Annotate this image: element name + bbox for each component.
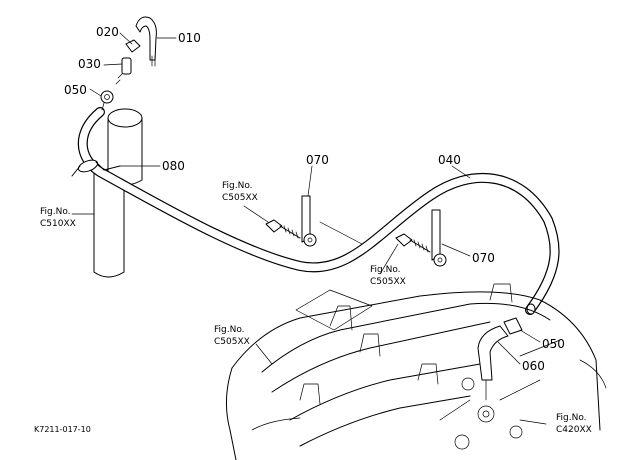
svg-text:C420XX: C420XX [556, 425, 592, 435]
svg-text:C505XX: C505XX [370, 277, 406, 287]
label-part-050-lower: 050 [542, 337, 565, 351]
fig-ref-c510: Fig.No. C510XX [40, 207, 76, 229]
figure-code: K7211-017-10 [34, 425, 91, 434]
transmission-housing [226, 283, 607, 460]
label-part-070-left: 070 [306, 153, 329, 167]
svg-text:C510XX: C510XX [40, 219, 76, 229]
label-part-060: 060 [522, 359, 545, 373]
svg-text:Fig.No.: Fig.No. [40, 207, 71, 217]
label-part-040: 040 [438, 153, 461, 167]
bolt-left [265, 219, 301, 239]
label-part-010: 010 [178, 31, 201, 45]
label-part-080: 080 [162, 159, 185, 173]
svg-text:Fig.No.: Fig.No. [556, 413, 587, 423]
leader-lines [89, 32, 547, 425]
label-part-020: 020 [96, 25, 119, 39]
hose-040 [77, 107, 560, 315]
intake-pipe [93, 108, 143, 278]
label-part-030: 030 [78, 57, 101, 71]
reference-lines [71, 205, 399, 365]
fig-ref-c505-mid: Fig.No. C505XX [370, 265, 406, 287]
bracket-070-right [431, 209, 447, 267]
svg-text:Fig.No.: Fig.No. [370, 265, 401, 275]
elbow-060 [477, 317, 523, 401]
bracket-070-left [301, 195, 317, 247]
label-part-050-upper: 050 [64, 83, 87, 97]
fig-ref-c505-lower: Fig.No. C505XX [214, 325, 250, 347]
fig-ref-c505-upper: Fig.No. C505XX [222, 181, 258, 203]
hose-clamp-080 [71, 159, 121, 177]
svg-text:Fig.No.: Fig.No. [222, 181, 253, 191]
bolt-right [395, 233, 431, 253]
svg-text:C505XX: C505XX [214, 337, 250, 347]
joint-parts [100, 39, 141, 111]
fig-ref-c420: Fig.No. C420XX [556, 413, 592, 435]
elbow-fitting-010 [135, 16, 157, 67]
svg-text:Fig.No.: Fig.No. [214, 325, 245, 335]
label-part-070-right: 070 [472, 251, 495, 265]
svg-text:C505XX: C505XX [222, 193, 258, 203]
